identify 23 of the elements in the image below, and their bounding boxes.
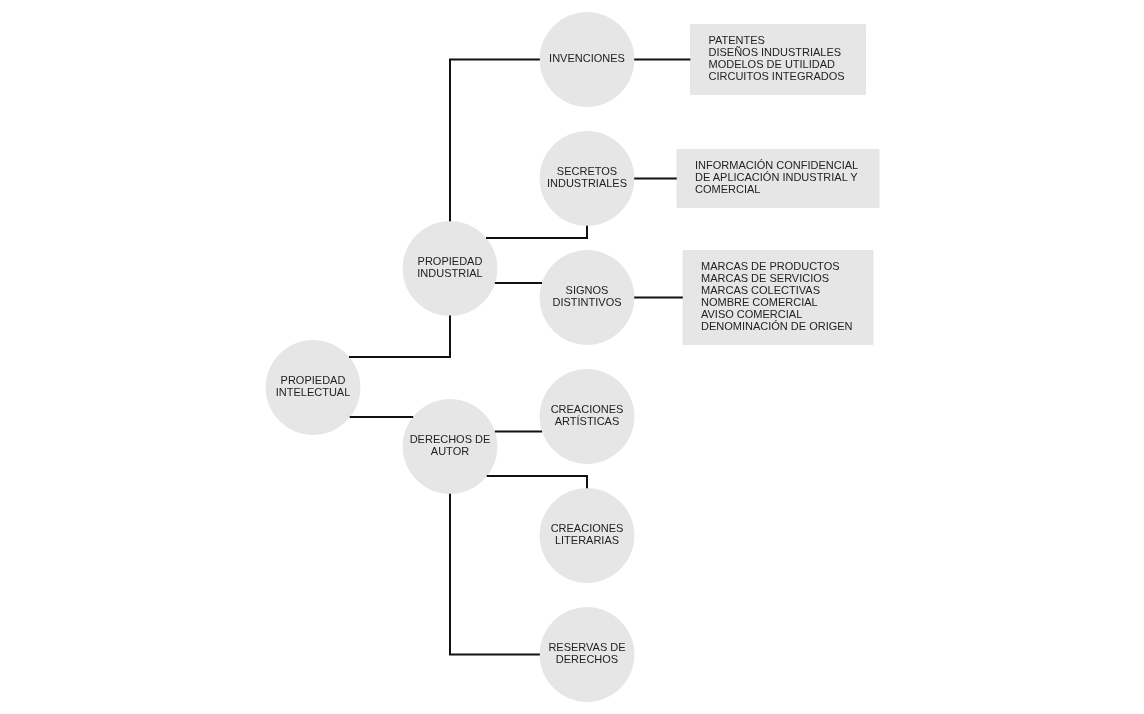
node-circle: INVENCIONES	[539, 12, 634, 107]
connector	[448, 58, 541, 223]
node-circle: CREACIONES LITERARIAS	[539, 488, 634, 583]
node-circle: PROPIEDAD INTELECTUAL	[265, 340, 360, 435]
connector	[347, 314, 451, 358]
connector	[485, 475, 588, 490]
node-circle: SIGNOS DISTINTIVOS	[539, 250, 634, 345]
connector	[632, 58, 691, 61]
node-circle: PROPIEDAD INDUSTRIAL	[402, 221, 497, 316]
connector	[448, 492, 541, 656]
connector	[484, 224, 588, 239]
connector	[632, 177, 678, 180]
connector	[632, 296, 684, 299]
node-box: PATENTES DISEÑOS INDUSTRIALES MODELOS DE UTILIDAD CIRCUITOS INTEGRADOS	[689, 24, 866, 95]
node-circle: DERECHOS DE AUTOR	[402, 399, 497, 494]
node-box: INFORMACIÓN CONFIDENCIAL DE APLICACIÓN INDUSTRIAL Y COMERCIAL	[676, 149, 879, 208]
connector	[493, 282, 543, 284]
connector	[493, 430, 543, 433]
connector	[348, 416, 414, 418]
node-circle: SECRETOS INDUSTRIALES	[539, 131, 634, 226]
node-circle: CREACIONES ARTÍSTICAS	[539, 369, 634, 464]
node-circle: RESERVAS DE DERECHOS	[539, 607, 634, 702]
node-box: MARCAS DE PRODUCTOS MARCAS DE SERVICIOS MARCAS COLECTIVAS NOMBRE COMERCIAL AVISO COMERCIAL DENOMINACIÓN DE ORIGEN	[682, 250, 873, 345]
